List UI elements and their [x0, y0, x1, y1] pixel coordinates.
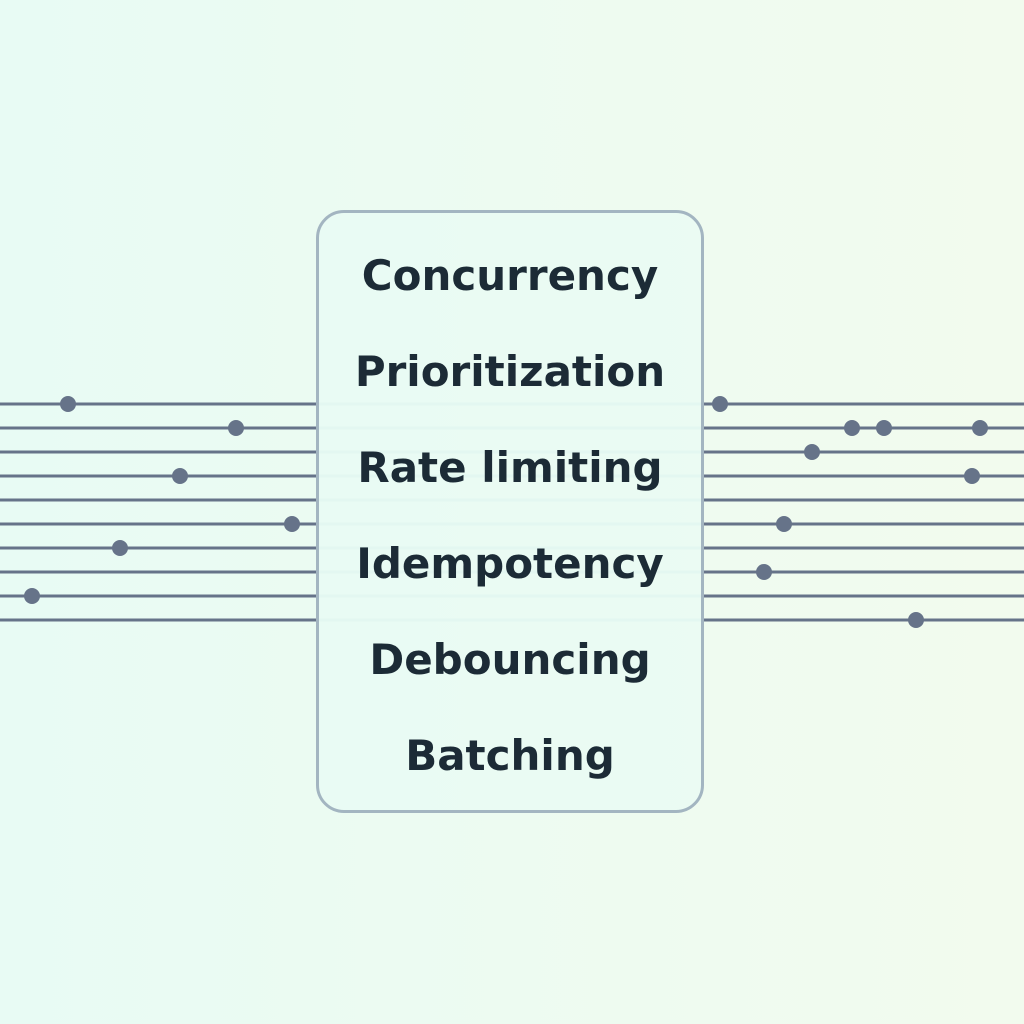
- event-dot: [756, 564, 772, 580]
- event-dot: [804, 444, 820, 460]
- event-dot: [24, 588, 40, 604]
- feature-box: [316, 210, 704, 813]
- event-dot: [972, 420, 988, 436]
- event-dot: [908, 612, 924, 628]
- event-dot: [172, 468, 188, 484]
- item-debouncing: Debouncing: [369, 635, 651, 684]
- event-dot: [844, 420, 860, 436]
- item-concurrency: Concurrency: [361, 251, 659, 300]
- event-dot: [776, 516, 792, 532]
- event-dot: [712, 396, 728, 412]
- event-dot: [964, 468, 980, 484]
- item-rate-limiting: Rate limiting: [357, 443, 663, 492]
- event-dot: [60, 396, 76, 412]
- item-batching: Batching: [405, 731, 615, 780]
- event-dot: [112, 540, 128, 556]
- event-dot: [876, 420, 892, 436]
- item-idempotency: Idempotency: [356, 539, 664, 588]
- event-dot: [284, 516, 300, 532]
- item-prioritization: Prioritization: [354, 347, 666, 396]
- event-dot: [228, 420, 244, 436]
